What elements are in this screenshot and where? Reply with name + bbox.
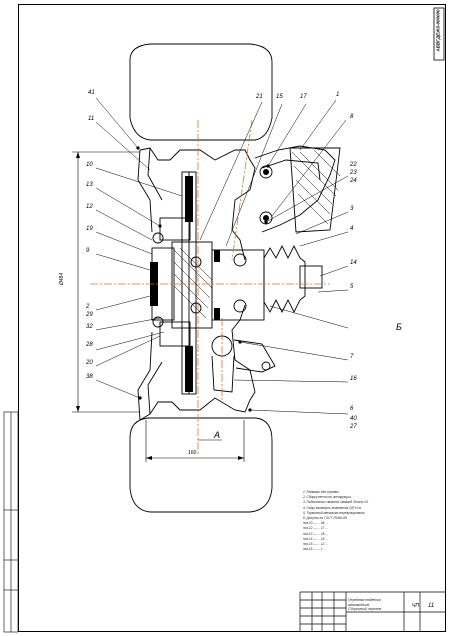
callout-label: 21 [256, 94, 263, 100]
callout-label: 12 [86, 204, 93, 210]
stamp-text: АБВГДЕЖЗ-000000 [435, 9, 441, 52]
callout-label: 2 [86, 304, 90, 310]
callout-label: 4 [350, 226, 354, 232]
title-line: Сборочный чертеж [348, 607, 382, 611]
callout-label: 11 [88, 116, 95, 122]
section-mark-a: А [214, 430, 221, 440]
callout-label: 5 [350, 284, 354, 290]
callout-label: 29 [86, 312, 93, 318]
tire-upper [129, 43, 273, 141]
callout-label: 13 [86, 182, 93, 188]
note-line: поз.14 — ... 15 ... [303, 536, 328, 541]
callout-label: 15 [276, 94, 283, 100]
note-line: поз.16 — ... 1 ... [303, 547, 327, 552]
tire-lower [129, 417, 273, 513]
callout-label: 1 [336, 92, 340, 98]
drawing-frame [18, 4, 446, 632]
note-line: поз.10 — ... 46 ... [303, 521, 328, 526]
note-line: поз.15 — ... 12 ... [303, 542, 328, 547]
view-mark-b: Б [396, 322, 402, 332]
sheet-number: 11 [428, 603, 435, 609]
note-line: 3. Подшипники смазать смазкой Литол-24. [303, 500, 369, 505]
callout-label: 7 [350, 354, 354, 360]
note-line: 4. Гайку затянуть моментом 220 Н·м. [303, 505, 362, 510]
callout-label: 9 [86, 248, 90, 254]
note-line: 6. Допуски по ГОСТ 25346-89. [303, 516, 348, 521]
note-line: 5. Тормозной механизм отрегулировать. [303, 510, 366, 515]
title-line: автомобиля [348, 602, 370, 607]
callout-label: 20 [86, 360, 93, 366]
note-line: поз.12 — ... 17 ... [303, 526, 328, 531]
callout-label: 17 [300, 94, 307, 100]
callout-label: 8 [350, 114, 354, 120]
callout-label: 27 [350, 424, 357, 430]
dimension-width: 160 [188, 450, 197, 456]
drawing-stamp: АБВГДЕЖЗ-000000 [434, 8, 444, 60]
note-line: 1. Размеры для справок. [303, 490, 340, 494]
callout-label: 32 [86, 324, 93, 330]
title-block-text: Передняя подвеска автомобиля Сборочный ч… [348, 598, 381, 612]
sheet-label: ЧП [412, 603, 419, 609]
callout-label: 24 [350, 178, 357, 184]
callout-label: 22 [350, 162, 357, 168]
callout-label: 14 [350, 260, 357, 266]
callout-label: 28 [86, 342, 93, 348]
callout-label: 19 [86, 226, 93, 232]
note-line: 2. Сборку вести по инструкции. [303, 495, 352, 500]
callout-label: 41 [88, 90, 95, 96]
note-line: поз.13 — ... 28 ... [303, 531, 328, 536]
callout-label: 10 [86, 162, 93, 168]
callout-label: 23 [350, 170, 357, 176]
callout-label: 40 [350, 416, 357, 422]
title-line: Передняя подвеска [348, 598, 381, 602]
callout-label: 16 [350, 376, 357, 382]
callout-label: 3 [350, 206, 354, 212]
technical-notes: 1. Размеры для справок. 2. Сборку вести … [303, 490, 369, 552]
callout-label: 6 [350, 406, 354, 412]
callout-label: 38 [86, 374, 93, 380]
dimension-diameter: Ø484 [59, 272, 66, 286]
